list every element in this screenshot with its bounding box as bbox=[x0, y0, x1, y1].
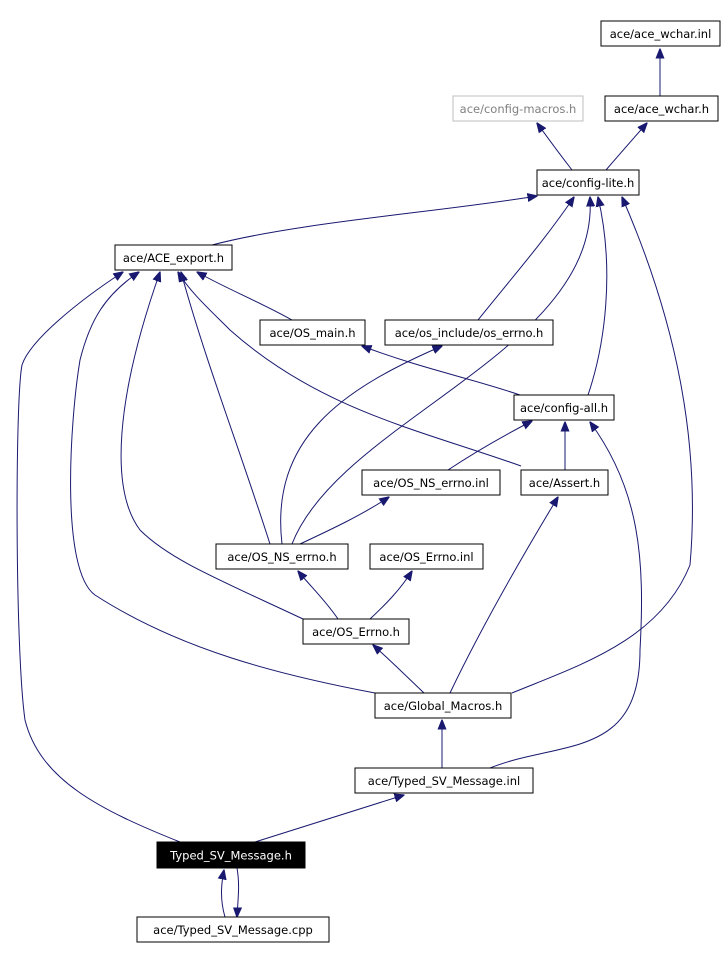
node-label: ace/Assert.h bbox=[529, 476, 600, 490]
edge-assert-h-to-ace-export bbox=[178, 272, 522, 467]
edge-os-errno-inc-to-config-lite bbox=[477, 197, 574, 321]
node-os-ns-errno-inl[interactable]: ace/OS_NS_errno.inl bbox=[361, 469, 501, 496]
node-os-include-os-errno[interactable]: ace/os_include/os_errno.h bbox=[384, 319, 554, 346]
nodes: ace/ace_wchar.inl ace/config-macros.h ac… bbox=[114, 20, 721, 943]
node-ace-export[interactable]: ace/ACE_export.h bbox=[114, 244, 233, 271]
node-label: ace/OS_main.h bbox=[269, 326, 355, 340]
node-config-all[interactable]: ace/config-all.h bbox=[513, 394, 615, 421]
edge-os-ns-errno-inl-to-config-all bbox=[447, 421, 532, 471]
edge-global-macros-to-os-errno-h bbox=[373, 645, 425, 694]
node-os-errno-h[interactable]: ace/OS_Errno.h bbox=[302, 618, 410, 645]
edge-os-errno-h-to-ace-export bbox=[120, 272, 304, 620]
edge-typed-h-to-typed-inl bbox=[254, 795, 404, 843]
node-global-macros[interactable]: ace/Global_Macros.h bbox=[374, 692, 512, 719]
node-label: ace/os_include/os_errno.h bbox=[395, 326, 544, 340]
edge-config-all-to-os-main bbox=[362, 346, 521, 396]
node-label: ace/OS_NS_errno.h bbox=[227, 550, 336, 564]
edge-os-ns-errno-h-to-config-lite bbox=[291, 197, 590, 545]
node-config-macros[interactable]: ace/config-macros.h bbox=[452, 95, 584, 122]
node-typed-sv-message-h-current[interactable]: Typed_SV_Message.h bbox=[156, 841, 306, 869]
node-os-ns-errno-h[interactable]: ace/OS_NS_errno.h bbox=[215, 543, 349, 570]
edge-typed-inl-to-config-all bbox=[489, 422, 643, 769]
edge-os-errno-h-to-os-errno-inl bbox=[369, 571, 412, 620]
node-label: Typed_SV_Message.h bbox=[169, 849, 292, 863]
edge-global-macros-to-config-lite bbox=[511, 197, 693, 694]
node-config-lite[interactable]: ace/config-lite.h bbox=[536, 169, 640, 196]
edges bbox=[16, 49, 693, 918]
edge-typed-h-to-ace-export bbox=[16, 272, 181, 843]
node-label: ace/Global_Macros.h bbox=[384, 699, 503, 713]
node-label: ace/config-all.h bbox=[520, 401, 608, 415]
node-typed-sv-message-inl[interactable]: ace/Typed_SV_Message.inl bbox=[354, 767, 534, 794]
node-label: ace/ace_wchar.inl bbox=[610, 27, 712, 41]
edge-global-macros-to-assert-h bbox=[449, 497, 558, 694]
node-label: ace/ACE_export.h bbox=[123, 251, 224, 265]
node-label: ace/OS_Errno.h bbox=[312, 625, 400, 639]
edge-os-ns-errno-h-to-ace-export bbox=[181, 272, 271, 545]
node-assert-h[interactable]: ace/Assert.h bbox=[520, 469, 609, 496]
edge-config-lite-to-config-macros bbox=[537, 123, 573, 171]
edge-ace-export-to-config-lite bbox=[211, 196, 537, 246]
edge-config-lite-to-ace-wchar-h bbox=[605, 123, 647, 171]
node-typed-sv-message-cpp[interactable]: ace/Typed_SV_Message.cpp bbox=[136, 916, 330, 943]
edge-config-all-to-config-lite bbox=[587, 197, 608, 396]
node-label: ace/Typed_SV_Message.cpp bbox=[153, 923, 313, 937]
edge-typed-h-to-typed-cpp bbox=[237, 867, 239, 917]
edge-typed-cpp-to-typed-h bbox=[222, 870, 226, 918]
node-label: ace/ace_wchar.h bbox=[614, 102, 709, 116]
edge-global-macros-to-ace-export bbox=[70, 272, 376, 694]
edge-os-main-to-ace-export bbox=[197, 272, 293, 321]
node-os-main[interactable]: ace/OS_main.h bbox=[259, 319, 366, 346]
edge-os-ns-errno-h-to-os-ns-errno-inl bbox=[299, 497, 389, 545]
node-label: ace/OS_Errno.inl bbox=[379, 550, 473, 564]
node-label: ace/config-lite.h bbox=[542, 176, 635, 190]
node-label: ace/Typed_SV_Message.inl bbox=[368, 774, 520, 788]
node-label: ace/OS_NS_errno.inl bbox=[373, 476, 489, 490]
edge-os-ns-errno-h-to-os-errno-inc bbox=[280, 346, 442, 545]
node-label: ace/config-macros.h bbox=[460, 102, 577, 116]
node-ace-wchar-h[interactable]: ace/ace_wchar.h bbox=[604, 95, 719, 122]
node-os-errno-inl[interactable]: ace/OS_Errno.inl bbox=[369, 543, 484, 570]
edge-os-errno-h-to-os-ns-errno-h bbox=[298, 571, 339, 620]
node-ace-wchar-inl[interactable]: ace/ace_wchar.inl bbox=[600, 20, 721, 47]
